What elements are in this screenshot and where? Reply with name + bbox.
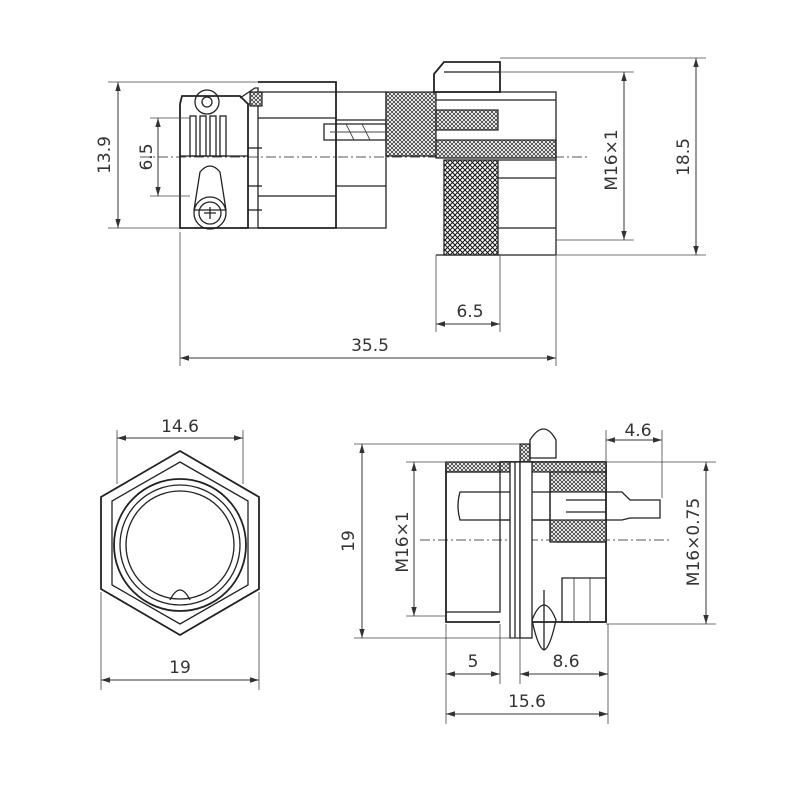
hex-nut-outline [100,449,260,637]
receptacle-body [499,461,607,623]
knurled-nut [443,159,499,256]
receptacle-outer-ring [113,478,247,612]
rear-clamp [179,89,249,230]
dim-nut-5: 5 [468,652,479,672]
contact-pin [323,123,387,141]
mounting-flange [509,461,533,639]
dim-flats-14-6: 14.6 [161,417,199,437]
key-notch [169,589,191,601]
solder-tail [566,491,661,521]
dim-thread-m16x1-side: M16×1 [393,511,413,572]
dim-body-8-6: 8.6 [552,652,579,672]
locking-pin [529,428,557,651]
dim-pin-6-5: 6.5 [137,143,157,170]
clamp-sleeve [239,87,262,229]
plug-shell [258,81,387,229]
hatched-section [249,91,557,159]
dim-total-15-6: 15.6 [508,692,546,712]
dim-nut-6-5: 6.5 [456,302,483,322]
dim-tail-4-6: 4.6 [624,421,651,441]
front-view [100,449,260,637]
front-view-dimensions: 14.6 19 [100,417,260,690]
top-view-dimensions: 13.9 6.5 M16×1 18.5 6.5 35.5 [95,57,706,366]
dim-across-19: 19 [169,658,191,678]
dim-length-35-5: 35.5 [351,336,389,356]
dim-height-13-9: 13.9 [95,136,115,174]
side-view-dimensions: 19 M16×1 4.6 M16×0.75 5 8.6 15.6 [339,421,716,724]
receptacle-inner-ring [125,490,235,600]
threaded-barrel [445,443,551,623]
dim-thread-m16x1-top: M16×1 [602,129,622,190]
side-view [420,428,670,651]
dim-height-18-5: 18.5 [674,138,694,176]
dim-thread-m16x075: M16×0.75 [684,498,704,586]
top-view [140,61,590,256]
dim-height-19-side: 19 [339,530,359,552]
